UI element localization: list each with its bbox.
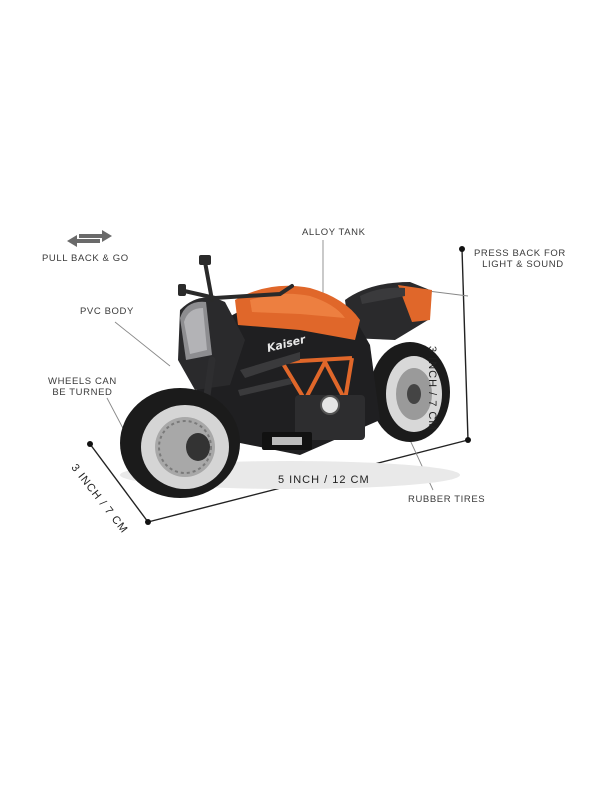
rear-wheel — [370, 342, 450, 442]
double-arrow-icon — [67, 230, 112, 247]
dimension-length: 5 INCH / 12 CM — [278, 474, 370, 486]
motorcycle-toy: Kaiser — [120, 255, 460, 498]
label-rubber-tires: RUBBER TIRES — [408, 494, 486, 505]
label-alloy-tank: ALLOY TANK — [302, 227, 366, 238]
dimension-height: 3 INCH / 7 CM — [426, 346, 438, 431]
label-press-back: PRESS BACK FOR LIGHT & SOUND — [474, 248, 566, 270]
front-wheel — [120, 388, 240, 498]
label-pull-back: PULL BACK & GO — [42, 253, 129, 264]
label-wheels-line1: WHEELS CAN — [48, 376, 117, 387]
label-wheels-line2: BE TURNED — [52, 387, 113, 398]
label-wheels: WHEELS CAN BE TURNED — [48, 376, 117, 398]
label-press-back-line1: PRESS BACK FOR — [474, 248, 566, 259]
label-pvc-body: PVC BODY — [80, 306, 134, 317]
label-press-back-line2: LIGHT & SOUND — [482, 259, 564, 270]
